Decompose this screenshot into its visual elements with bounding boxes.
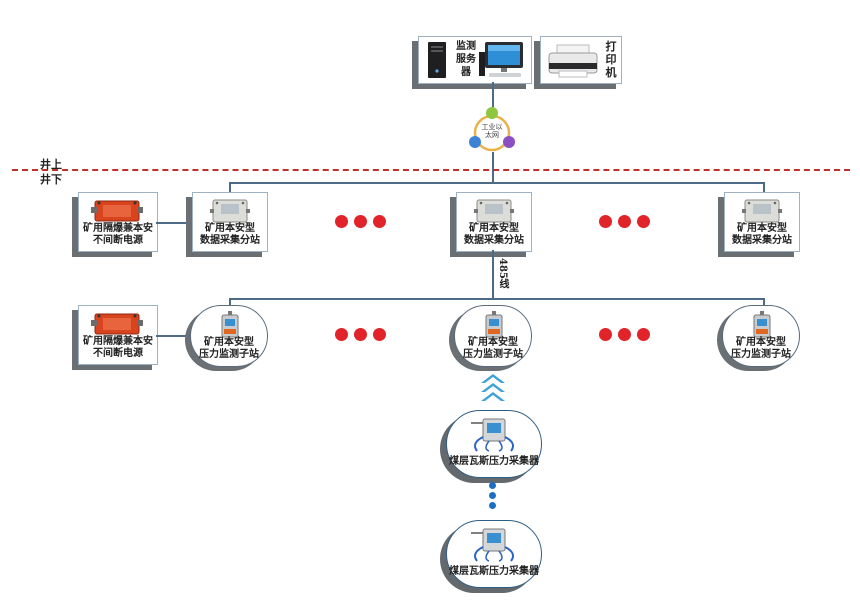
- ethernet-hub-icon: [469, 107, 515, 152]
- junction-box-icon: [210, 199, 250, 223]
- printer-icon: [548, 44, 598, 78]
- gas-collector-label: 煤层瓦斯压力采集器: [449, 456, 539, 467]
- substation-label: 矿用本安型 数据采集分站: [200, 223, 260, 246]
- gas-collector-node-1[interactable]: 煤层瓦斯压力采集器: [446, 410, 542, 478]
- ups-label: 矿用隔爆兼本安 不间断电源: [83, 336, 153, 359]
- gas-collector-label: 煤层瓦斯压力采集器: [449, 566, 539, 577]
- ellipsis-dot: [618, 215, 631, 228]
- ups-node-1[interactable]: 矿用隔爆兼本安 不间断电源: [78, 192, 158, 252]
- ellipsis-dot: [618, 328, 631, 341]
- ellipsis-dot: [599, 328, 612, 341]
- ellipsis-dot: [335, 328, 348, 341]
- junction-box-icon: [742, 199, 782, 223]
- pressure-drop-1: [229, 298, 231, 308]
- up-arrow-icon: [481, 374, 505, 401]
- substation-label: 矿用本安型 数据采集分站: [732, 223, 792, 246]
- junction-box-icon: [91, 200, 143, 222]
- pressure-station-label: 矿用本安型 压力监测子站: [463, 337, 523, 360]
- pressure-station-icon: [485, 311, 503, 338]
- bus-485-label: 485线: [497, 258, 508, 289]
- pressure-station-icon: [221, 311, 239, 338]
- gas-collector-icon: [471, 418, 514, 452]
- ground-divider: [12, 169, 850, 171]
- monitor-server-label: 监测服务器: [456, 41, 476, 78]
- cabinet-icon: [428, 42, 446, 78]
- ellipsis-dot: [354, 215, 367, 228]
- substation-label: 矿用本安型 数据采集分站: [464, 223, 524, 246]
- ellipsis-dot: [373, 328, 386, 341]
- ellipsis-dot: [489, 482, 496, 489]
- connector-hub-down: [492, 152, 494, 182]
- ellipsis-dot: [354, 328, 367, 341]
- pressure-station-icon: [753, 311, 771, 338]
- substation-node-2[interactable]: 矿用本安型 数据采集分站: [456, 192, 532, 252]
- printer-label: 打印机: [605, 40, 617, 79]
- pressure-station-label: 矿用本安型 压力监测子站: [731, 337, 791, 360]
- ellipsis-dot: [335, 215, 348, 228]
- ups-label: 矿用隔爆兼本安 不间断电源: [83, 223, 153, 246]
- substation-node-1[interactable]: 矿用本安型 数据采集分站: [192, 192, 268, 252]
- ellipsis-dot: [373, 215, 386, 228]
- monitor-server-node[interactable]: 监测服务器: [418, 36, 532, 84]
- junction-box-icon: [474, 199, 514, 223]
- pressure-bus: [229, 298, 764, 300]
- junction-box-icon: [91, 313, 143, 335]
- ethernet-label: 工业以太网: [481, 123, 503, 139]
- ellipsis-dot: [637, 215, 650, 228]
- ellipsis-dot: [637, 328, 650, 341]
- ethernet-hub[interactable]: 工业以太网: [466, 106, 518, 154]
- pressure-station-node-2[interactable]: 矿用本安型 压力监测子站: [454, 305, 532, 367]
- bus-drop-1: [229, 182, 231, 192]
- pressure-drop-3: [763, 298, 765, 308]
- gas-collector-node-2[interactable]: 煤层瓦斯压力采集器: [446, 520, 542, 588]
- substation-bus: [229, 182, 764, 184]
- ellipsis-dot: [489, 492, 496, 499]
- substation-node-3[interactable]: 矿用本安型 数据采集分站: [724, 192, 800, 252]
- pressure-station-node-1[interactable]: 矿用本安型 压力监测子站: [190, 305, 268, 367]
- zone-below-label: 井下: [40, 173, 62, 186]
- computer-icon: [479, 42, 523, 77]
- connector-server-hub: [492, 82, 494, 108]
- ups-link-1: [156, 222, 192, 224]
- zone-above-label: 井上: [40, 158, 62, 171]
- gas-collector-icon: [471, 528, 514, 562]
- bus-drop-3: [763, 182, 765, 192]
- bus-485-vertical: [492, 250, 494, 298]
- pressure-station-node-3[interactable]: 矿用本安型 压力监测子站: [722, 305, 800, 367]
- ellipsis-dot: [489, 502, 496, 509]
- ellipsis-dot: [599, 215, 612, 228]
- ups-node-2[interactable]: 矿用隔爆兼本安 不间断电源: [78, 305, 158, 365]
- pressure-station-label: 矿用本安型 压力监测子站: [199, 337, 259, 360]
- printer-node[interactable]: 打印机: [540, 36, 622, 84]
- ups-link-2: [156, 335, 190, 337]
